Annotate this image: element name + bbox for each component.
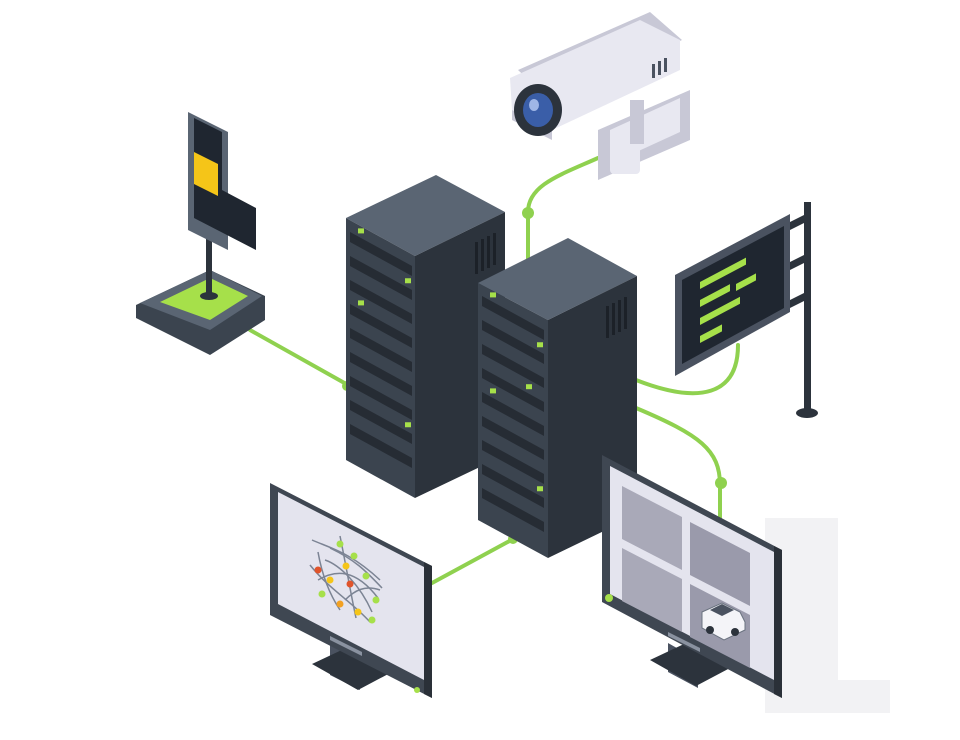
map-road xyxy=(344,587,381,601)
map-point xyxy=(354,608,362,616)
rack-slot xyxy=(350,424,412,468)
map-point xyxy=(314,566,322,574)
rack-slot xyxy=(482,344,544,388)
status-bar xyxy=(700,284,730,307)
city-map xyxy=(309,535,383,623)
status-led xyxy=(537,342,543,348)
status-bar xyxy=(700,296,740,325)
map-point xyxy=(326,576,334,584)
rack-slot xyxy=(482,440,544,484)
map-road xyxy=(311,539,381,581)
rack-slot xyxy=(482,464,544,508)
watermark-shape xyxy=(765,518,890,713)
server-rack-icon xyxy=(478,238,637,558)
cctv-camera-icon xyxy=(510,12,690,180)
map-road xyxy=(324,559,373,613)
map-point xyxy=(318,590,326,598)
map-road xyxy=(329,547,383,589)
rack-slot xyxy=(482,296,544,340)
status-bar xyxy=(736,273,756,291)
map-point xyxy=(368,616,376,624)
cable-marker xyxy=(248,328,350,387)
map-points xyxy=(314,540,380,624)
status-led xyxy=(490,388,496,394)
rack-slot xyxy=(482,416,544,460)
map-point xyxy=(336,540,344,548)
status-bar xyxy=(700,324,722,343)
rack-slot xyxy=(350,256,412,300)
map-point xyxy=(336,600,344,608)
map-point xyxy=(372,596,380,604)
status-led xyxy=(358,228,364,234)
cable-node xyxy=(522,207,534,219)
map-point xyxy=(346,580,354,588)
car-icon xyxy=(701,602,746,641)
status-bars xyxy=(700,257,756,343)
cable-node xyxy=(715,477,727,489)
rack-slot xyxy=(350,352,412,396)
info-sign-icon xyxy=(675,202,818,418)
status-led xyxy=(490,292,496,298)
rack-slot xyxy=(350,304,412,348)
map-point xyxy=(362,572,370,580)
rack-slot xyxy=(350,400,412,444)
status-led xyxy=(405,422,411,428)
video-tile xyxy=(690,522,750,606)
rack-slot xyxy=(350,280,412,324)
status-led xyxy=(358,300,364,306)
rack-slot xyxy=(350,376,412,420)
city-map-monitor-icon xyxy=(270,483,432,698)
map-pin-icon xyxy=(136,112,265,355)
map-point xyxy=(342,562,350,570)
rack-slot xyxy=(482,392,544,436)
rack-slot xyxy=(350,328,412,372)
status-led xyxy=(526,384,532,390)
camera-vent xyxy=(652,58,667,78)
rack-slot xyxy=(350,232,412,276)
status-bar xyxy=(700,257,746,289)
status-led xyxy=(537,486,543,492)
rack-slot xyxy=(482,320,544,364)
cable-signboard xyxy=(634,343,740,396)
video-grid-monitor-icon xyxy=(602,455,782,698)
rack-slot xyxy=(482,488,544,532)
status-led xyxy=(405,278,411,284)
map-point xyxy=(350,552,358,560)
rack-slot xyxy=(482,368,544,412)
cable-map-monitor xyxy=(430,536,517,585)
video-tile xyxy=(622,486,682,570)
video-tile xyxy=(622,548,682,632)
